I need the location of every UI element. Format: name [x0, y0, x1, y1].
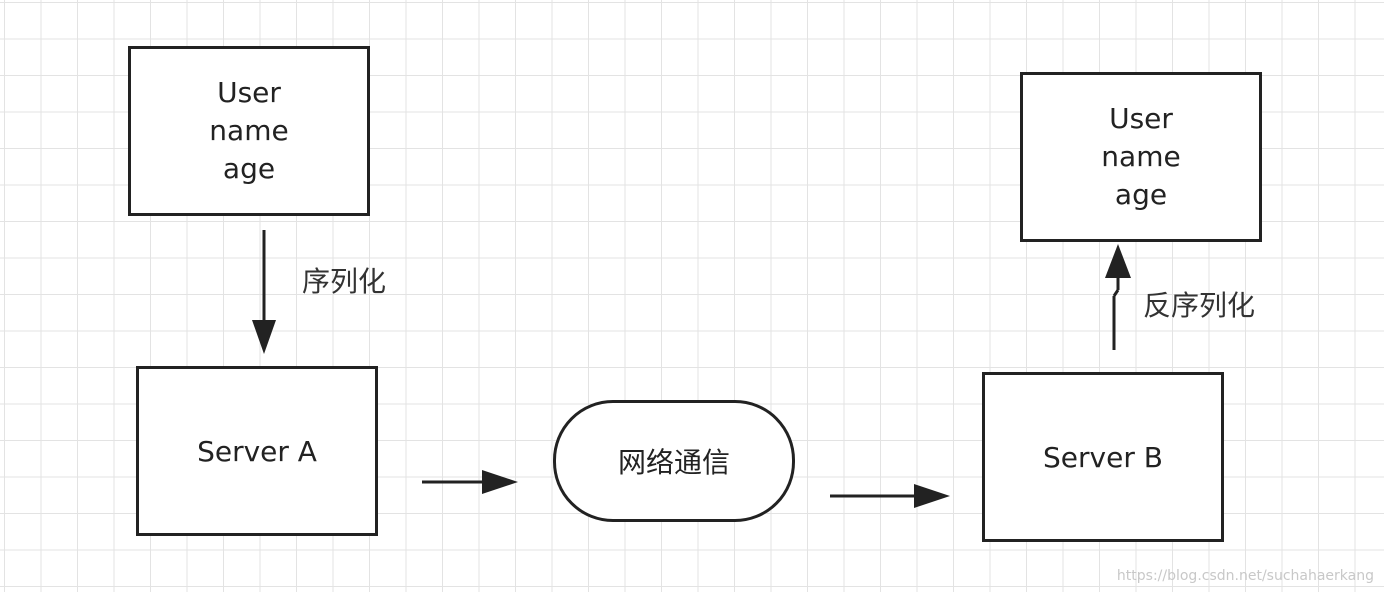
user-field-age: age: [222, 152, 276, 185]
user-box-left: User name age: [128, 46, 370, 216]
server-a-label: Server A: [197, 434, 317, 468]
user-class-name: User: [1109, 102, 1173, 135]
arrow-server-b-to-user: [1105, 244, 1131, 350]
user-field-name: name: [1101, 140, 1181, 173]
user-field-name: name: [209, 114, 289, 147]
server-b-box: Server B: [982, 372, 1224, 542]
network-node: 网络通信: [553, 400, 795, 522]
serialize-label: 序列化: [302, 265, 387, 298]
user-box-right: User name age: [1020, 72, 1262, 242]
arrow-server-a-to-network: [422, 470, 518, 494]
arrow-network-to-server-b: [830, 484, 950, 508]
arrow-user-to-server-a: [252, 230, 276, 354]
network-label: 网络通信: [617, 446, 730, 479]
server-a-box: Server A: [136, 366, 378, 536]
watermark-url: https://blog.csdn.net/suchahaerkang: [1116, 568, 1374, 584]
deserialize-label: 反序列化: [1143, 289, 1256, 322]
user-field-age: age: [1114, 178, 1168, 211]
user-class-name: User: [217, 76, 281, 109]
server-b-label: Server B: [1043, 440, 1163, 474]
